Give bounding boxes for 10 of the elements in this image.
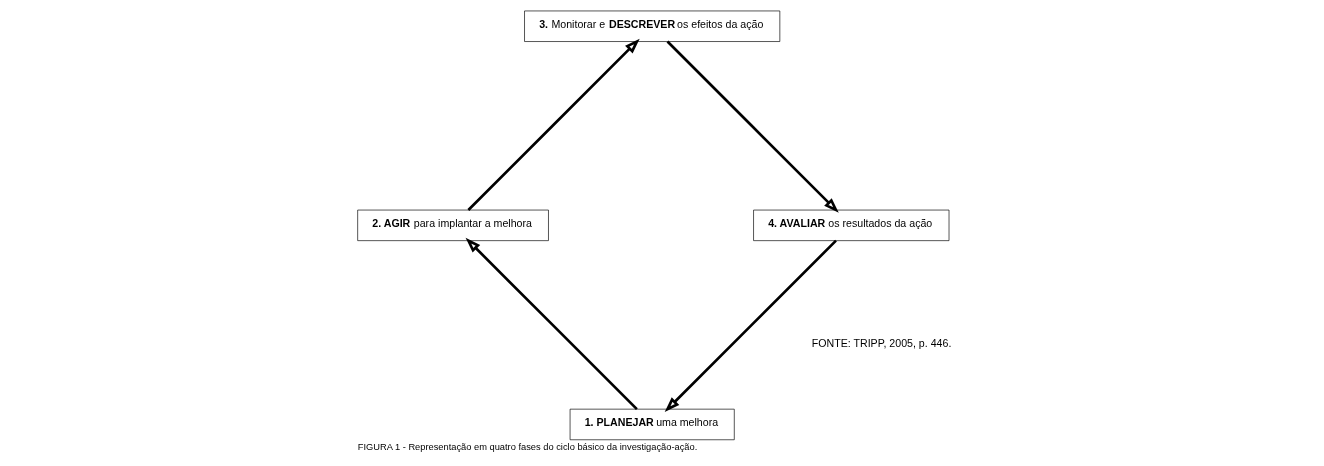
arrow — [666, 40, 839, 213]
node-box: 3. Monitorar e DESCREVER os efeitos da ação — [524, 10, 781, 42]
arrow — [465, 237, 638, 411]
node-box: 1. PLANEJAR uma melhora — [569, 408, 735, 441]
node-box: 4. AVALIAR os resultados da ação — [753, 209, 950, 241]
arrow — [664, 239, 837, 412]
caption: FIGURA 1 - Representação em quatro fases do ciclo básico da investigação-ação. — [357, 441, 698, 452]
node-box: 2. AGIR para implantar a melhora — [357, 209, 549, 241]
arrow — [467, 38, 640, 211]
label: FONTE: TRIPP, 2005, p. 446. — [811, 336, 952, 349]
